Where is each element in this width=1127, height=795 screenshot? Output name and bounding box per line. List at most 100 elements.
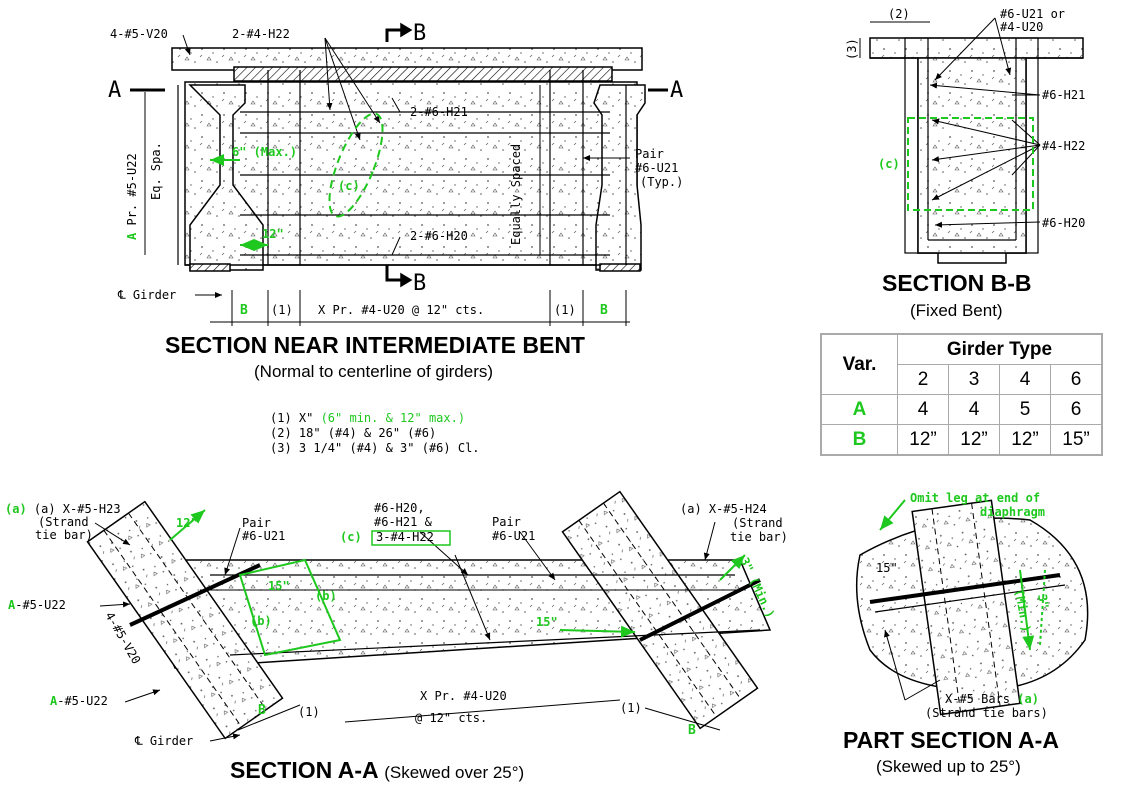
cut-a-left: A bbox=[108, 78, 121, 103]
section-near-bent-subtitle: (Normal to centerline of girders) bbox=[254, 362, 494, 381]
aa-dim-1-left: (1) bbox=[298, 705, 320, 719]
pair-u21-line2: #6-U21 bbox=[635, 161, 678, 175]
aa-b-label: (b) bbox=[315, 589, 337, 603]
dim-b-right: B bbox=[600, 303, 608, 318]
part-omit-2: diaphragm bbox=[980, 505, 1045, 519]
aa-mid-1: #6-H20, bbox=[374, 501, 425, 515]
part-bars-label: X-#5 Bars (a) bbox=[945, 692, 1039, 706]
aa-h24-line3: tie bar) bbox=[730, 530, 788, 544]
aa-dim-b-left: B bbox=[258, 703, 266, 718]
section-aa-subtitle: (Skewed over 25°) bbox=[384, 763, 525, 782]
eq-spa-label: Eq. Spa. bbox=[149, 142, 163, 200]
aa-u22-bot: A-#5-U22 bbox=[50, 694, 108, 708]
svg-text:(3): (3) bbox=[845, 38, 859, 60]
dim-1-right: (1) bbox=[554, 303, 576, 317]
pair-u21-line3: (Typ.) bbox=[640, 175, 683, 189]
v20-label: 4-#5-V20 bbox=[110, 27, 168, 41]
section-near-bent-drawing bbox=[130, 22, 668, 326]
part-section-green bbox=[879, 499, 1046, 651]
svg-text:4-#5-V20: 4-#5-V20 bbox=[102, 610, 143, 667]
notes-block: (1) X" (6" min. & 12" max.) (2) 18" (#4)… bbox=[270, 411, 480, 456]
svg-text:3": 3" bbox=[1035, 593, 1051, 610]
aa-u22-top: A-#5-U22 bbox=[8, 598, 66, 612]
section-aa-green bbox=[169, 509, 746, 657]
bb-h22-label: #4-H22 bbox=[1042, 139, 1085, 153]
bb-h20-label: #6-H20 bbox=[1042, 216, 1085, 230]
type-col: 3 bbox=[948, 364, 1000, 395]
table-cell: 6 bbox=[1050, 394, 1103, 425]
six-max-label: 6" (Max.) bbox=[232, 145, 297, 159]
bb-two-label: (2) bbox=[888, 7, 910, 21]
girder-type-header: Girder Type bbox=[897, 333, 1103, 365]
table-cell: 4 bbox=[948, 394, 1000, 425]
table-cell: 15” bbox=[1050, 424, 1103, 456]
aa-u20: X Pr. #4-U20 bbox=[420, 689, 507, 703]
cut-b-bottom: B bbox=[413, 271, 426, 296]
aa-h23-line2: (Strand bbox=[38, 515, 89, 529]
type-col: 6 bbox=[1050, 364, 1103, 395]
part-strand-label: (Strand tie bars) bbox=[925, 706, 1048, 720]
aa-fifteen: 15" bbox=[268, 579, 290, 593]
aa-pair-r1: Pair bbox=[492, 515, 521, 529]
girder-label: ℄ Girder bbox=[117, 288, 176, 302]
type-col: 4 bbox=[999, 364, 1051, 395]
h22-label: 2-#4-H22 bbox=[232, 27, 290, 41]
equally-spaced-label: Equally Spaced bbox=[509, 144, 523, 245]
table-cell: 4 bbox=[897, 394, 949, 425]
c-label: (c) bbox=[338, 179, 360, 193]
cut-b-top: B bbox=[413, 21, 426, 46]
h21-label: 2-#6-H21 bbox=[410, 105, 468, 119]
aa-h22-box bbox=[371, 530, 451, 546]
dim-1-left: (1) bbox=[271, 303, 293, 317]
svg-text:A Pr. #5-U22: A Pr. #5-U22 bbox=[125, 153, 139, 240]
row-name: A bbox=[820, 394, 898, 425]
part-three-label: 3" bbox=[1035, 593, 1051, 610]
aa-pair-l1: Pair bbox=[242, 516, 271, 530]
section-bb-drawing bbox=[859, 17, 1084, 264]
table-cell: 12” bbox=[897, 424, 949, 456]
aa-dim-1-right: (1) bbox=[620, 701, 642, 715]
aa-dim-b-right: B bbox=[688, 723, 696, 738]
aa-fifteen2: 15" bbox=[536, 615, 558, 629]
aa-h24-line1: (a) X-#5-H24 bbox=[680, 502, 767, 516]
section-aa-drawing bbox=[86, 490, 772, 742]
dim-u20: X Pr. #4-U20 @ 12" cts. bbox=[318, 303, 484, 317]
table-cell: 12” bbox=[948, 424, 1000, 456]
type-col: 2 bbox=[897, 364, 949, 395]
svg-text:Equally Spaced: Equally Spaced bbox=[509, 144, 523, 245]
aa-pair-l2: #6-U21 bbox=[242, 529, 285, 543]
aa-v20-label: 4-#5-V20 bbox=[102, 610, 143, 667]
note-3: (3) 3 1/4" (#4) & 3" (#6) Cl. bbox=[270, 441, 480, 455]
part-section-subtitle: (Skewed up to 25°) bbox=[876, 757, 1021, 776]
section-bb-subtitle: (Fixed Bent) bbox=[910, 301, 1003, 320]
h20-label: 2-#6-H20 bbox=[410, 229, 468, 243]
aa-h24-line2: (Strand bbox=[732, 516, 783, 530]
section-bb-title: SECTION B-B bbox=[882, 270, 1032, 296]
part-fifteen: 15" bbox=[876, 561, 898, 575]
u22-vertical-label: A Pr. #5-U22 bbox=[125, 153, 139, 240]
cut-a-right: A bbox=[670, 78, 683, 103]
bb-u21-line2: #4-U20 bbox=[1000, 20, 1043, 34]
part-section-title: PART SECTION A-A bbox=[843, 727, 1059, 753]
aa-b-label-2: (b) bbox=[250, 614, 272, 628]
section-near-bent-title: SECTION NEAR INTERMEDIATE BENT bbox=[165, 332, 585, 358]
aa-twelve: 12" bbox=[176, 516, 198, 530]
girder-type-table: Var. Girder Type 2 3 4 6 A 4 4 5 6 B 12”… bbox=[820, 333, 1103, 456]
bb-c-region bbox=[907, 117, 1034, 211]
section-near-bent-green bbox=[210, 112, 384, 251]
part-omit-1: Omit leg at end of bbox=[910, 491, 1040, 505]
table-cell: 5 bbox=[999, 394, 1051, 425]
dim-b-left: B bbox=[240, 303, 248, 318]
aa-c-label: (c) bbox=[340, 530, 362, 544]
aa-h23-line3: tie bar) bbox=[35, 528, 93, 542]
bb-h21-label: #6-H21 bbox=[1042, 88, 1085, 102]
var-header: Var. bbox=[820, 333, 898, 395]
table-row: B 12” 12” 12” 15” bbox=[820, 424, 1103, 456]
bb-c-label: (c) bbox=[878, 157, 900, 171]
aa-h22-label: 3-#4-H22 bbox=[376, 530, 434, 544]
svg-text:Eq. Spa.: Eq. Spa. bbox=[149, 142, 163, 200]
note-1: (1) X" (6" min. & 12" max.) bbox=[270, 411, 466, 425]
aa-u20-cts: @ 12" cts. bbox=[415, 711, 487, 725]
pair-u21-line1: Pair bbox=[635, 147, 664, 161]
